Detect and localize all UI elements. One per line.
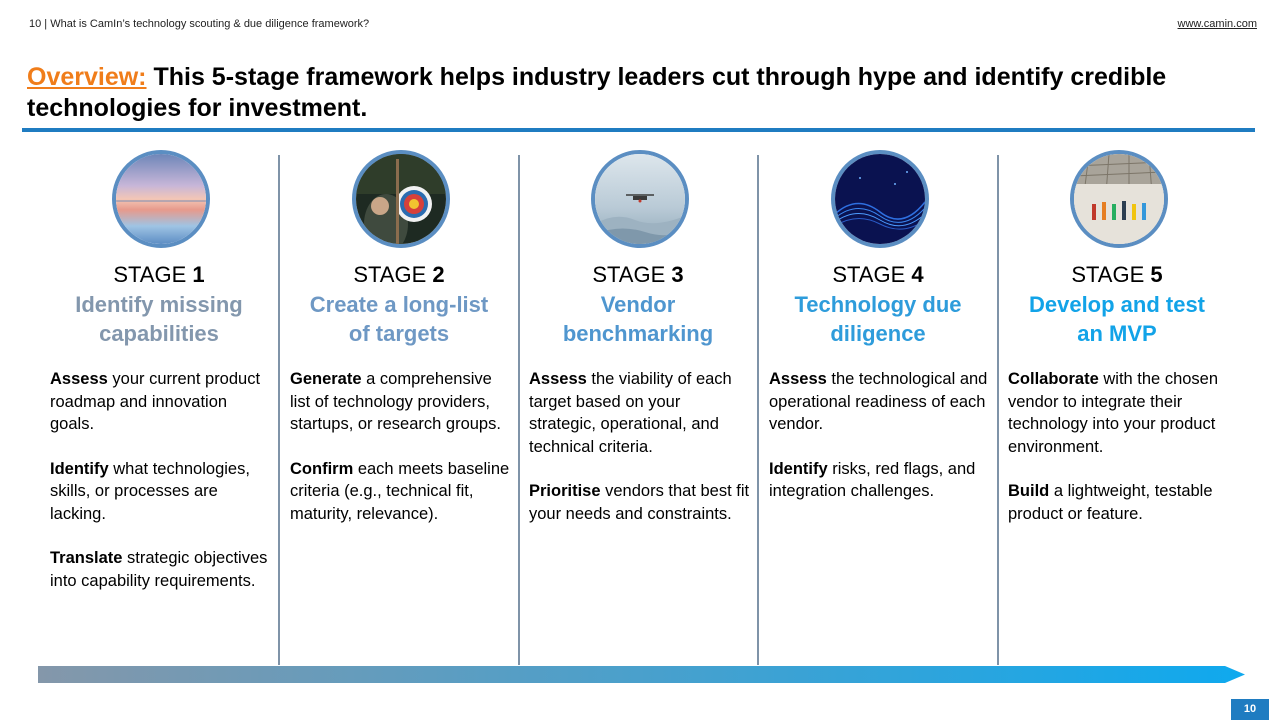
stage-5-name: Develop and test an MVP (998, 290, 1236, 348)
progress-arrow (38, 666, 1245, 683)
stage-name-line: Create a long-list (309, 292, 489, 317)
stage-paragraph: Collaborate with the chosen vendor to in… (1008, 370, 1219, 456)
stage-3-description: Assess the viability of each target base… (529, 368, 751, 547)
website-link[interactable]: www.camin.com (1177, 18, 1257, 30)
page-title: Overview: This 5-stage framework helps i… (27, 62, 1257, 124)
stage-name-line: an MVP (1077, 321, 1157, 346)
stage-2-description: Generate a comprehensive list of technol… (290, 368, 512, 547)
column-divider-2 (518, 155, 520, 665)
stage-name-line: Vendor (600, 292, 676, 317)
stage-paragraph: Assess the viability of each target base… (529, 370, 732, 456)
stage-1-heading: STAGE 1 (40, 262, 278, 288)
stage-number: 2 (432, 262, 445, 287)
stage-name-line: Identify missing (75, 292, 243, 317)
stage-paragraph: Identify what technologies, skills, or p… (50, 459, 250, 523)
stage-4-name: Technology due diligence (759, 290, 997, 348)
stage-5-heading: STAGE 5 (998, 262, 1236, 288)
drone-photo (591, 150, 689, 248)
stage-name-line: of targets (348, 321, 450, 346)
stage-number: 1 (192, 262, 205, 287)
section-header: 10 | What is CamIn’s technology scouting… (29, 18, 370, 30)
stage-4-description: Assess the technological and operational… (769, 368, 991, 525)
stage-1-name: Identify missing capabilities (40, 290, 278, 348)
stage-label: STAGE (1071, 262, 1145, 287)
stage-name-line: Develop and test (1028, 292, 1206, 317)
team-on-site-photo (1070, 150, 1168, 248)
column-divider-4 (997, 155, 999, 665)
stage-paragraph: Generate a comprehensive list of technol… (290, 370, 501, 433)
page-number-badge: 10 (1231, 699, 1269, 720)
stage-number: 4 (911, 262, 924, 287)
sunset-sea-photo (112, 150, 210, 248)
stage-name-line: capabilities (99, 321, 219, 346)
stage-label: STAGE (592, 262, 666, 287)
stage-label: STAGE (832, 262, 906, 287)
stage-name-line: diligence (830, 321, 926, 346)
title-lead: Overview: (27, 63, 147, 91)
stage-paragraph: Identify risks, red flags, and integrati… (769, 459, 976, 501)
stage-name-line: benchmarking (562, 321, 714, 346)
archery-target-photo (352, 150, 450, 248)
stage-name-line: Technology due (794, 292, 962, 317)
title-underline (22, 128, 1255, 132)
digital-wave-photo (831, 150, 929, 248)
stage-2-name: Create a long-list of targets (280, 290, 518, 348)
stage-paragraph: Assess your current product roadmap and … (50, 370, 261, 433)
stage-4-heading: STAGE 4 (759, 262, 997, 288)
stage-5-description: Collaborate with the chosen vendor to in… (1008, 368, 1230, 547)
column-divider-1 (278, 155, 280, 665)
stage-3-name: Vendor benchmarking (519, 290, 757, 348)
stage-number: 5 (1150, 262, 1163, 287)
stage-paragraph: Translate strategic objectives into capa… (50, 549, 268, 590)
stage-2-heading: STAGE 2 (280, 262, 518, 288)
stage-paragraph: Assess the technological and operational… (769, 370, 988, 433)
stage-label: STAGE (113, 262, 187, 287)
stage-3-heading: STAGE 3 (519, 262, 757, 288)
stage-paragraph: Confirm each meets baseline criteria (e.… (290, 459, 510, 523)
stage-1-description: Assess your current product roadmap and … (50, 368, 272, 614)
stage-paragraph: Build a lightweight, testable product or… (1008, 482, 1213, 523)
column-divider-3 (757, 155, 759, 665)
stage-label: STAGE (353, 262, 427, 287)
title-text: This 5-stage framework helps industry le… (27, 63, 1167, 122)
stage-number: 3 (671, 262, 684, 287)
stage-paragraph: Prioritise vendors that best fit your ne… (529, 482, 750, 523)
